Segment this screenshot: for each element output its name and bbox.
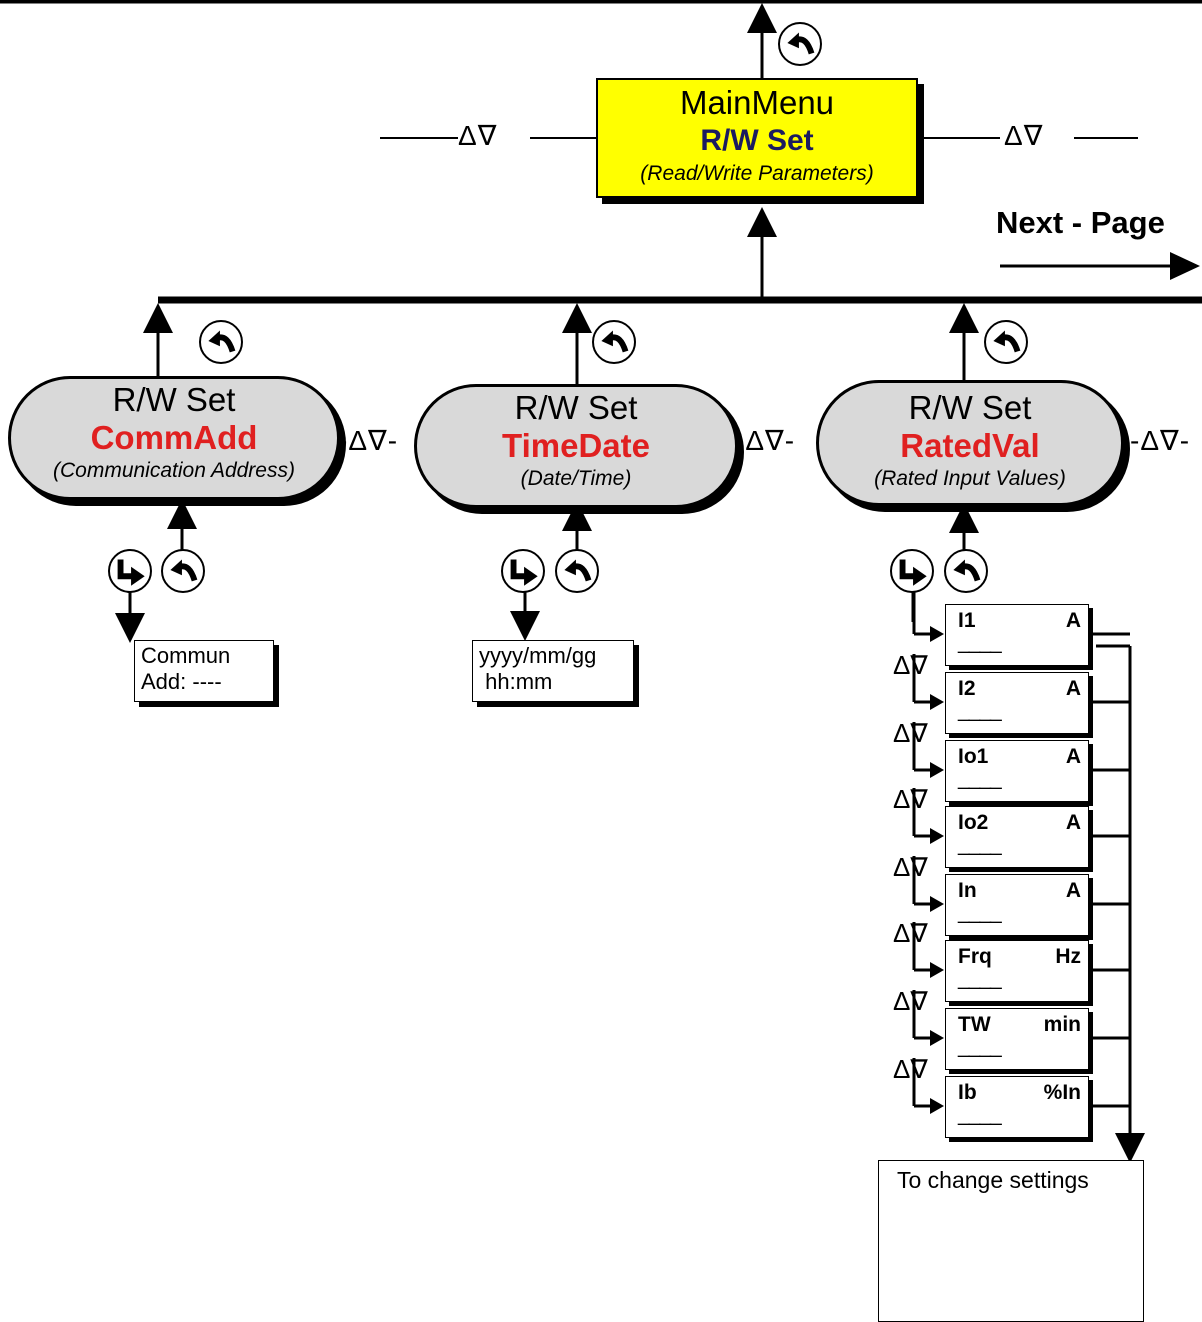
- submenu-timedate[interactable]: R/W Set TimeDate (Date/Time): [414, 384, 738, 508]
- parameter-nav-symbol: Δ∇: [893, 650, 928, 680]
- submenu-description: (Rated Input Values): [874, 467, 1066, 490]
- parameter-nav-symbol: Δ∇: [893, 718, 928, 748]
- parameter-unit: min: [1043, 1013, 1081, 1036]
- submenu-title: R/W Set: [908, 389, 1032, 426]
- parameter-value: ____: [958, 767, 1002, 790]
- parameter-nav-symbol: Δ∇: [893, 986, 928, 1016]
- parameter-name: Io1: [958, 745, 989, 768]
- parameter-name: I2: [958, 677, 976, 700]
- back-arrow-icon[interactable]: [777, 21, 823, 67]
- timedate-display: yyyy/mm/gg hh:mm: [472, 640, 634, 702]
- parameter-name: I1: [958, 609, 976, 632]
- change-settings-legend: To change settings: [878, 1160, 1144, 1322]
- enter-icon[interactable]: [107, 548, 153, 594]
- submenu-description: (Communication Address): [53, 459, 295, 482]
- parameter-nav-symbol: Δ∇: [893, 918, 928, 948]
- parameter-i2[interactable]: I2 A ____: [945, 672, 1089, 734]
- submenu-title: R/W Set: [514, 389, 638, 426]
- back-arrow-icon[interactable]: [943, 548, 989, 594]
- submenu-name: CommAdd: [90, 419, 258, 456]
- parameter-value: ____: [958, 967, 1002, 990]
- parameter-value: ____: [958, 833, 1002, 856]
- parameter-name: In: [958, 879, 977, 902]
- parameter-value: ____: [958, 1103, 1002, 1126]
- parameter-name: Io2: [958, 811, 989, 834]
- commadd-display: Commun Add: ----: [134, 640, 274, 702]
- parameter-unit: A: [1065, 609, 1081, 632]
- parameter-ib[interactable]: Ib %In ____: [945, 1076, 1089, 1138]
- main-menu-box[interactable]: MainMenu R/W Set (Read/Write Parameters): [596, 78, 918, 198]
- main-nav-right: Δ∇: [1004, 120, 1044, 151]
- submenu-name: TimeDate: [502, 427, 650, 464]
- parameter-io2[interactable]: Io2 A ____: [945, 806, 1089, 868]
- parameter-nav-symbol: Δ∇: [893, 852, 928, 882]
- submenu-ratedval[interactable]: R/W Set RatedVal (Rated Input Values): [816, 380, 1124, 506]
- submenu-title: R/W Set: [112, 381, 236, 418]
- submenu-commadd[interactable]: R/W Set CommAdd (Communication Address): [8, 376, 340, 500]
- parameter-value: ____: [958, 631, 1002, 654]
- parameter-value: ____: [958, 1035, 1002, 1058]
- main-nav-left: Δ∇: [458, 120, 498, 151]
- parameter-unit: A: [1065, 879, 1081, 902]
- parameter-io1[interactable]: Io1 A ____: [945, 740, 1089, 802]
- parameter-unit: %In: [1043, 1081, 1081, 1104]
- main-menu-title: MainMenu: [679, 84, 835, 121]
- submenu-name: RatedVal: [900, 427, 1040, 464]
- parameter-value: ____: [958, 901, 1002, 924]
- parameter-unit: A: [1065, 811, 1081, 834]
- main-menu-name: R/W Set: [700, 124, 814, 157]
- back-arrow-icon[interactable]: [198, 319, 244, 365]
- back-arrow-icon[interactable]: [160, 548, 206, 594]
- parameter-name: Ib: [958, 1081, 977, 1104]
- enter-icon[interactable]: [889, 548, 935, 594]
- parameter-unit: A: [1065, 745, 1081, 768]
- parameter-name: Frq: [958, 945, 992, 968]
- back-arrow-icon[interactable]: [554, 548, 600, 594]
- parameter-name: TW: [958, 1013, 991, 1036]
- next-page-label[interactable]: Next - Page: [996, 205, 1165, 240]
- parameter-nav-symbol: Δ∇: [893, 784, 928, 814]
- submenu-description: (Date/Time): [520, 467, 632, 490]
- parameter-value: ____: [958, 699, 1002, 722]
- parameter-unit: A: [1065, 677, 1081, 700]
- main-menu-description: (Read/Write Parameters): [640, 162, 874, 185]
- parameter-frq[interactable]: Frq Hz ____: [945, 940, 1089, 1002]
- legend-title: To change settings: [897, 1167, 1089, 1193]
- parameter-tw[interactable]: TW min ____: [945, 1008, 1089, 1070]
- back-arrow-icon[interactable]: [591, 319, 637, 365]
- back-arrow-icon[interactable]: [983, 319, 1029, 365]
- nav-between-2: -Δ∇-: [735, 425, 796, 456]
- parameter-i1[interactable]: I1 A ____: [945, 604, 1089, 666]
- parameter-in[interactable]: In A ____: [945, 874, 1089, 936]
- nav-between-3: -Δ∇-: [1130, 425, 1191, 456]
- enter-icon[interactable]: [500, 548, 546, 594]
- parameter-nav-symbol: Δ∇: [893, 1054, 928, 1084]
- nav-between-1: -Δ∇-: [338, 425, 399, 456]
- parameter-unit: Hz: [1055, 945, 1081, 968]
